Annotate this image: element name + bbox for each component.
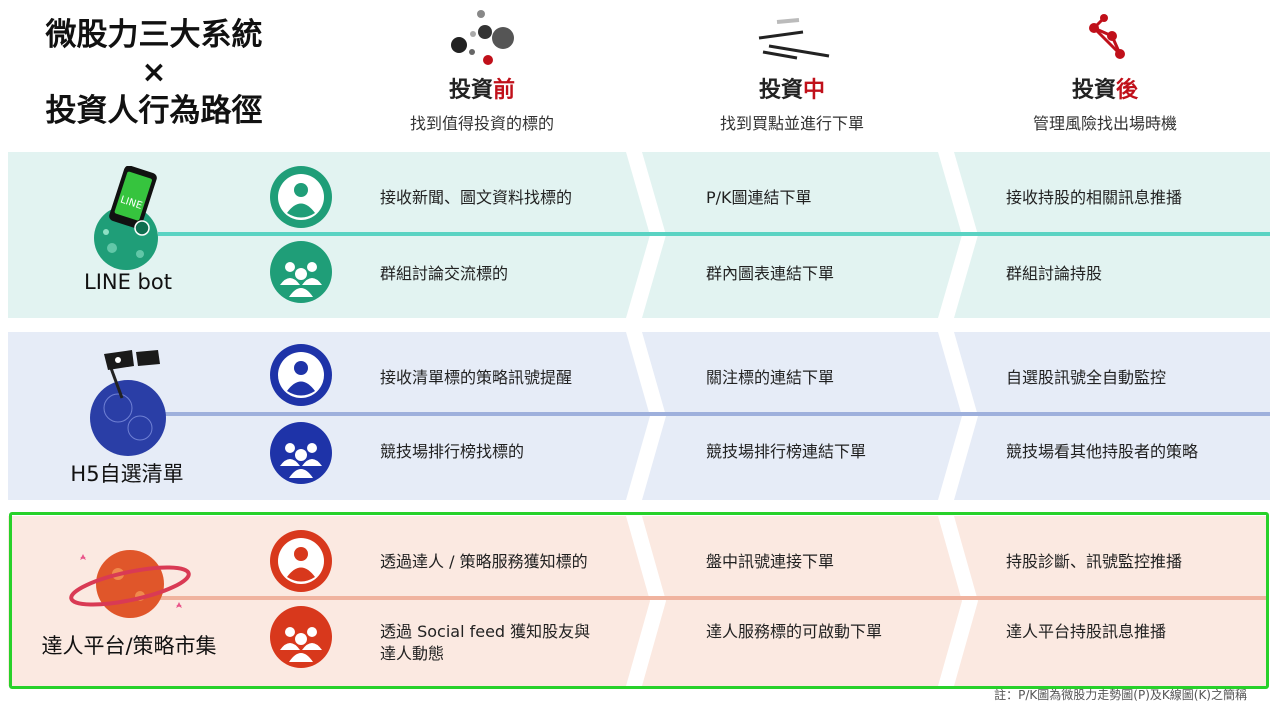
cell-h5-r1-before: 接收清單標的策略訊號提醒 xyxy=(380,368,573,387)
cell-h5-r1-after: 自選股訊號全自動監控 xyxy=(1006,368,1167,387)
phase-after-emph: 後 xyxy=(1116,78,1139,103)
group-users-icon xyxy=(270,422,332,484)
band-expert-background xyxy=(8,516,1266,686)
band-expert-rule xyxy=(158,596,1266,600)
cell-expert-r1-before: 透過達人 / 策略服務獲知標的 xyxy=(380,552,588,571)
single-user-icon xyxy=(270,166,332,228)
phase-before: 投資前 找到值得投資的標的 xyxy=(332,76,632,134)
scatter-dots-icon xyxy=(451,10,514,65)
single-user-icon xyxy=(270,344,332,406)
band-line-bot-rule xyxy=(158,232,1270,236)
cell-expert-r2-before-line2: 達人動態 xyxy=(380,644,445,663)
phase-during-prefix: 投資 xyxy=(758,78,803,103)
cell-line-bot-r2-during: 群內圖表連結下單 xyxy=(706,264,835,283)
title-line-1: 微股力三大系統 xyxy=(45,17,263,53)
cell-h5-r1-during: 關注標的連結下單 xyxy=(706,368,835,387)
cell-expert-r2-during: 達人服務標的可啟動下單 xyxy=(706,622,883,641)
cell-expert-r1-after: 持股診斷、訊號監控推播 xyxy=(1006,552,1183,571)
group-users-icon xyxy=(270,241,332,303)
title-cross: × xyxy=(141,55,167,90)
cell-line-bot-r2-after: 群組討論持股 xyxy=(1006,264,1103,283)
speed-lines-icon xyxy=(758,18,830,60)
expert-platform-label: 達人平台/策略市集 xyxy=(41,634,217,658)
highlight-box xyxy=(9,512,1269,689)
cell-h5-r2-before: 競技場排行榜找標的 xyxy=(380,442,525,461)
phase-after-subtitle: 管理風險找出場時機 xyxy=(1032,114,1177,133)
band-h5-background xyxy=(8,332,1270,500)
cell-expert-r2-before: 透過 Social feed 獲知股友與 達人動態 xyxy=(380,621,590,665)
cell-expert-r2-after: 達人平台持股訊息推播 xyxy=(1006,622,1167,641)
group-users-icon xyxy=(270,606,332,668)
phase-before-prefix: 投資 xyxy=(448,78,493,103)
phase-during-emph: 中 xyxy=(803,78,826,103)
band-h5-watchlist: H5自選清單 接收清單標的策略訊號提醒 關注標的連結下單 自選股訊號全自動監控 … xyxy=(8,332,1270,500)
line-bot-label: LINE bot xyxy=(84,270,172,294)
cell-line-bot-r2-before: 群組討論交流標的 xyxy=(380,264,509,283)
network-nodes-icon xyxy=(1089,14,1125,59)
cell-h5-r2-during: 競技場排行榜連結下單 xyxy=(706,442,867,461)
cell-expert-r2-before-line1: 透過 Social feed 獲知股友與 xyxy=(380,622,591,641)
diagram-title: 微股力三大系統 × 投資人行為路徑 xyxy=(18,14,290,132)
single-user-icon xyxy=(270,530,332,592)
phase-after: 投資後 管理風險找出場時機 xyxy=(955,76,1255,134)
planet-icon xyxy=(69,550,191,618)
line-bot-phone-icon: LINE xyxy=(94,166,158,270)
phase-before-subtitle: 找到值得投資的標的 xyxy=(409,114,554,133)
band-line-bot: LINE LINE bot 接收新聞、圖文資料找標的 P/K圖連結下單 接收持股… xyxy=(8,152,1270,318)
phase-before-emph: 前 xyxy=(493,78,516,103)
title-line-3: 投資人行為路徑 xyxy=(45,93,263,129)
band-expert-platform: 達人平台/策略市集 透過達人 / 策略服務獲知標的 盤中訊號連接下單 持股診斷、… xyxy=(8,516,1270,686)
phase-after-prefix: 投資 xyxy=(1071,78,1116,103)
globe-flag-icon xyxy=(90,350,166,456)
footnote: 註：P/K圖為微股力走勢圖(P)及K線圖(K)之簡稱 xyxy=(994,688,1247,702)
cell-line-bot-r1-after: 接收持股的相關訊息推播 xyxy=(1006,188,1183,207)
cell-h5-r2-after: 競技場看其他持股者的策略 xyxy=(1006,442,1199,461)
h5-label: H5自選清單 xyxy=(70,462,184,486)
phase-during: 投資中 找到買點並進行下單 xyxy=(642,76,942,134)
phase-during-subtitle: 找到買點並進行下單 xyxy=(719,114,864,133)
cell-line-bot-r1-before: 接收新聞、圖文資料找標的 xyxy=(380,188,573,207)
band-h5-rule xyxy=(158,412,1270,416)
cell-line-bot-r1-during: P/K圖連結下單 xyxy=(706,188,812,207)
cell-expert-r1-during: 盤中訊號連接下單 xyxy=(706,552,835,571)
